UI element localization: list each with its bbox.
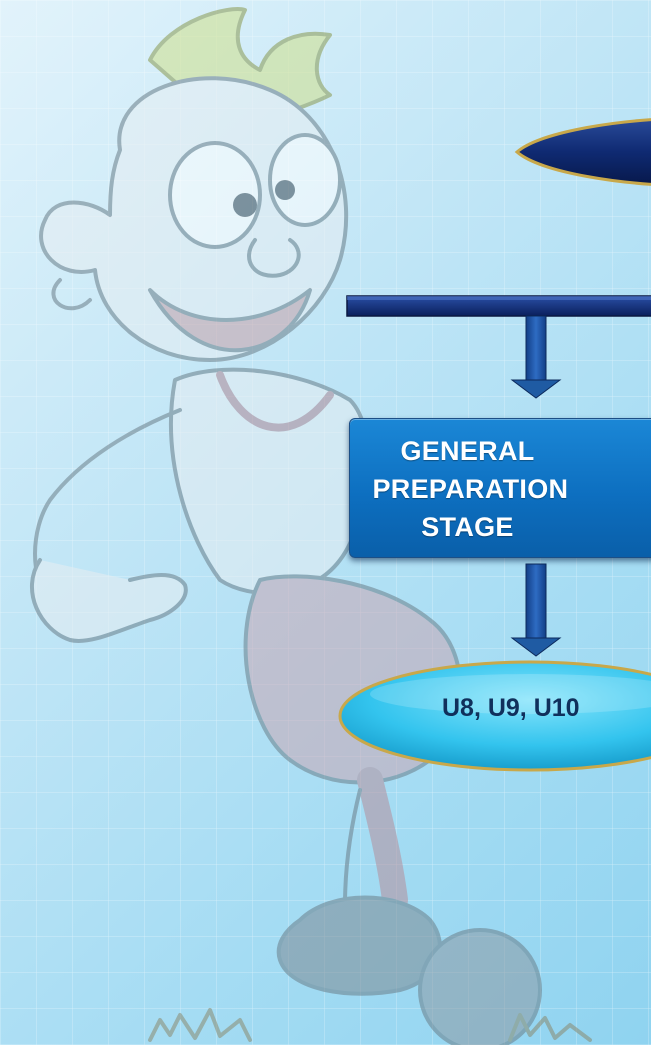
down-arrow-1 (510, 315, 562, 399)
age-group-oval (338, 660, 651, 772)
age-group-label: U8, U9, U10 (442, 694, 580, 722)
stage-box-label: GENERAL PREPARATION STAGE (351, 424, 651, 554)
top-oval-shape (514, 118, 651, 186)
stage-label-line-2: PREPARATION (372, 474, 569, 504)
down-arrow-2 (510, 563, 562, 657)
stage-label-line-3: STAGE (421, 512, 514, 542)
connector-bar (346, 295, 651, 317)
stage-label-line-1: GENERAL (400, 436, 535, 466)
general-preparation-box (349, 418, 651, 558)
